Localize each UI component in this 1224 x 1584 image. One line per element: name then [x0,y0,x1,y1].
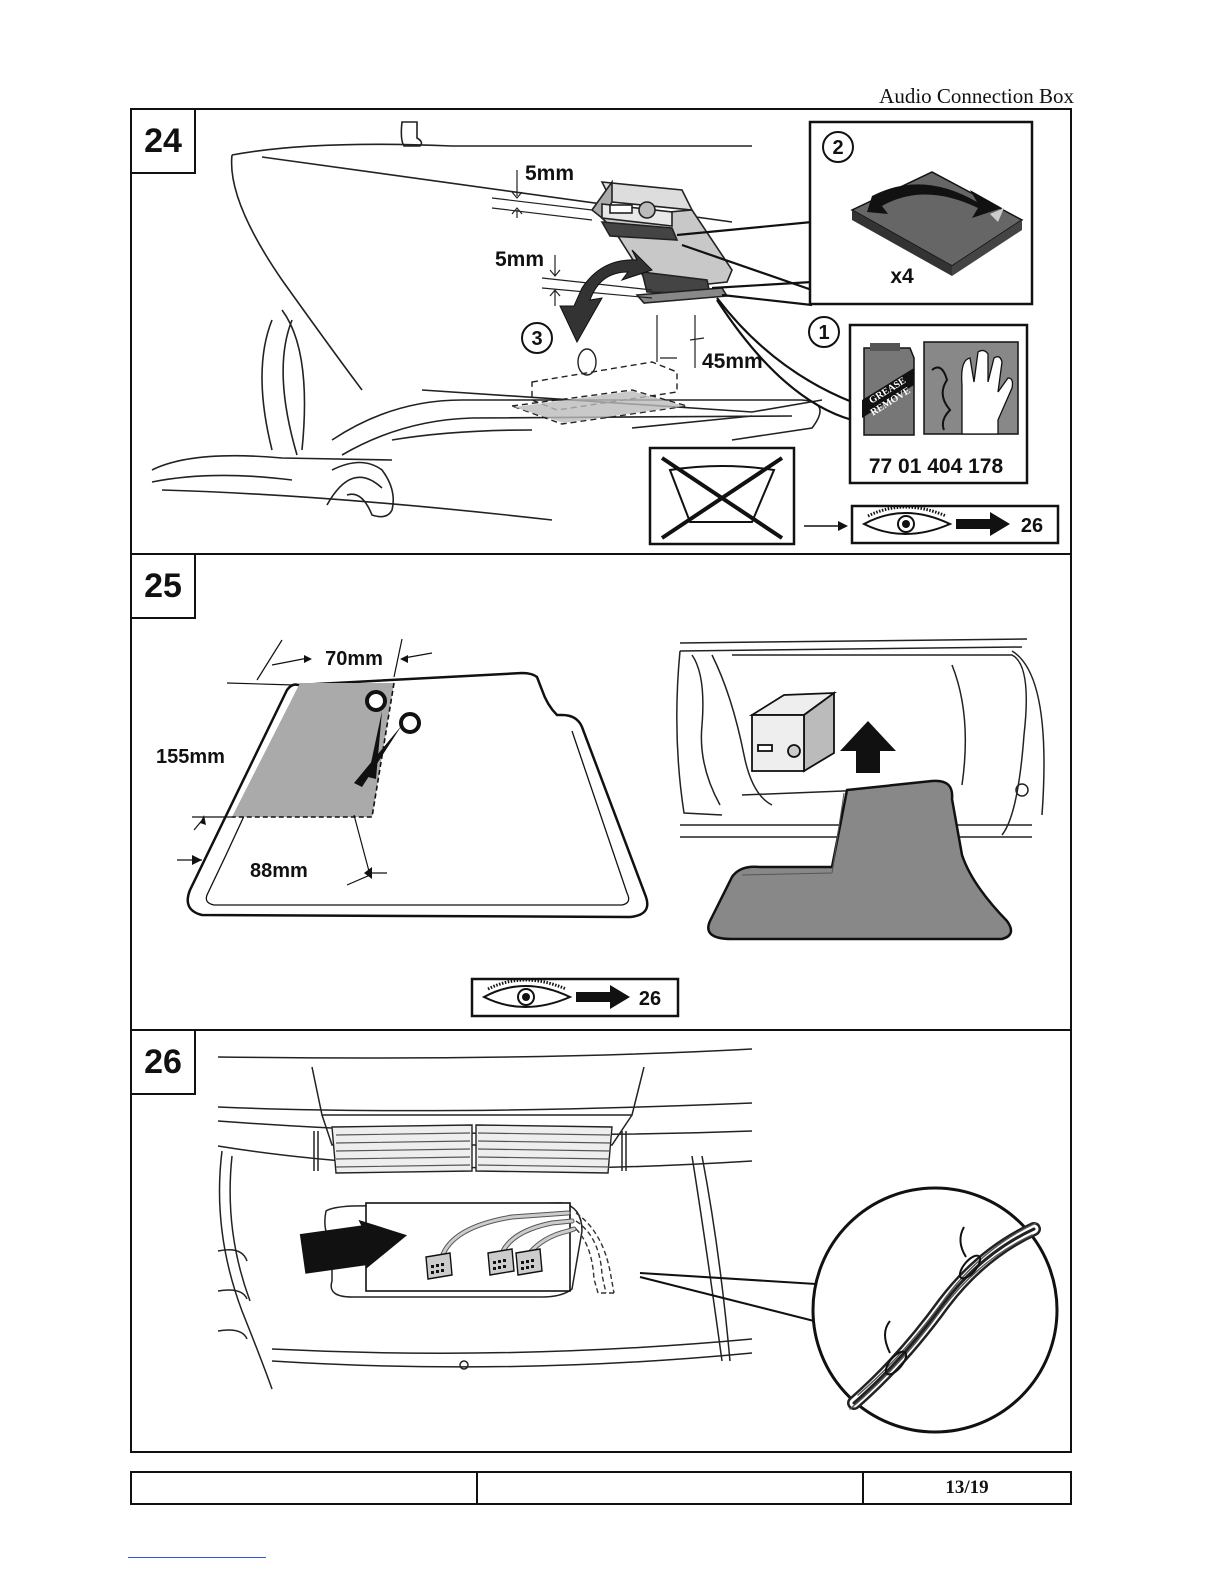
callout-1-label: 1 [818,322,829,344]
step-24-illustration: 5mm 5mm 45mm 3 2 x4 1 [132,110,1072,553]
step-25-illustration: 70mm 155mm 88mm [132,555,1072,1031]
up-arrow-icon [840,721,896,773]
grease-remover-can-icon: GREASE REMOVE [862,343,914,435]
page-number: 13/19 [864,1473,1070,1503]
bottom-rule [128,1557,266,1558]
dim-gap-top: 5mm [525,162,574,185]
air-vents [332,1125,612,1173]
footer-cell-1 [132,1473,478,1503]
step-25-panel: 25 70mm 155mm [132,553,1070,1029]
dim-offset: 45mm [702,350,763,373]
audio-box-icon [752,693,834,771]
see-step-label: 26 [639,988,661,1010]
document-title: Audio Connection Box [879,84,1074,109]
see-step-label: 26 [1021,515,1043,537]
step-26-panel: 26 [132,1029,1070,1453]
callout-3-label: 3 [531,328,542,350]
dim-width-top: 70mm [325,648,383,670]
dim-gap-bottom: 5mm [495,248,544,271]
step-26-illustration [132,1031,1072,1455]
page-footer: 13/19 [130,1471,1072,1505]
callout-2-label: 2 [832,137,843,159]
instruction-frame: 24 [130,108,1072,1453]
windscreen-crossed-icon [650,448,794,544]
wiping-hand-icon [924,342,1018,434]
part-number: 77 01 404 178 [869,455,1004,478]
cable-tie-icon [813,1188,1057,1432]
step-24-panel: 24 [132,110,1070,553]
pad-quantity: x4 [890,265,914,288]
dim-width-bottom: 88mm [250,860,308,882]
footer-cell-2 [478,1473,864,1503]
dim-height-left: 155mm [156,746,225,768]
